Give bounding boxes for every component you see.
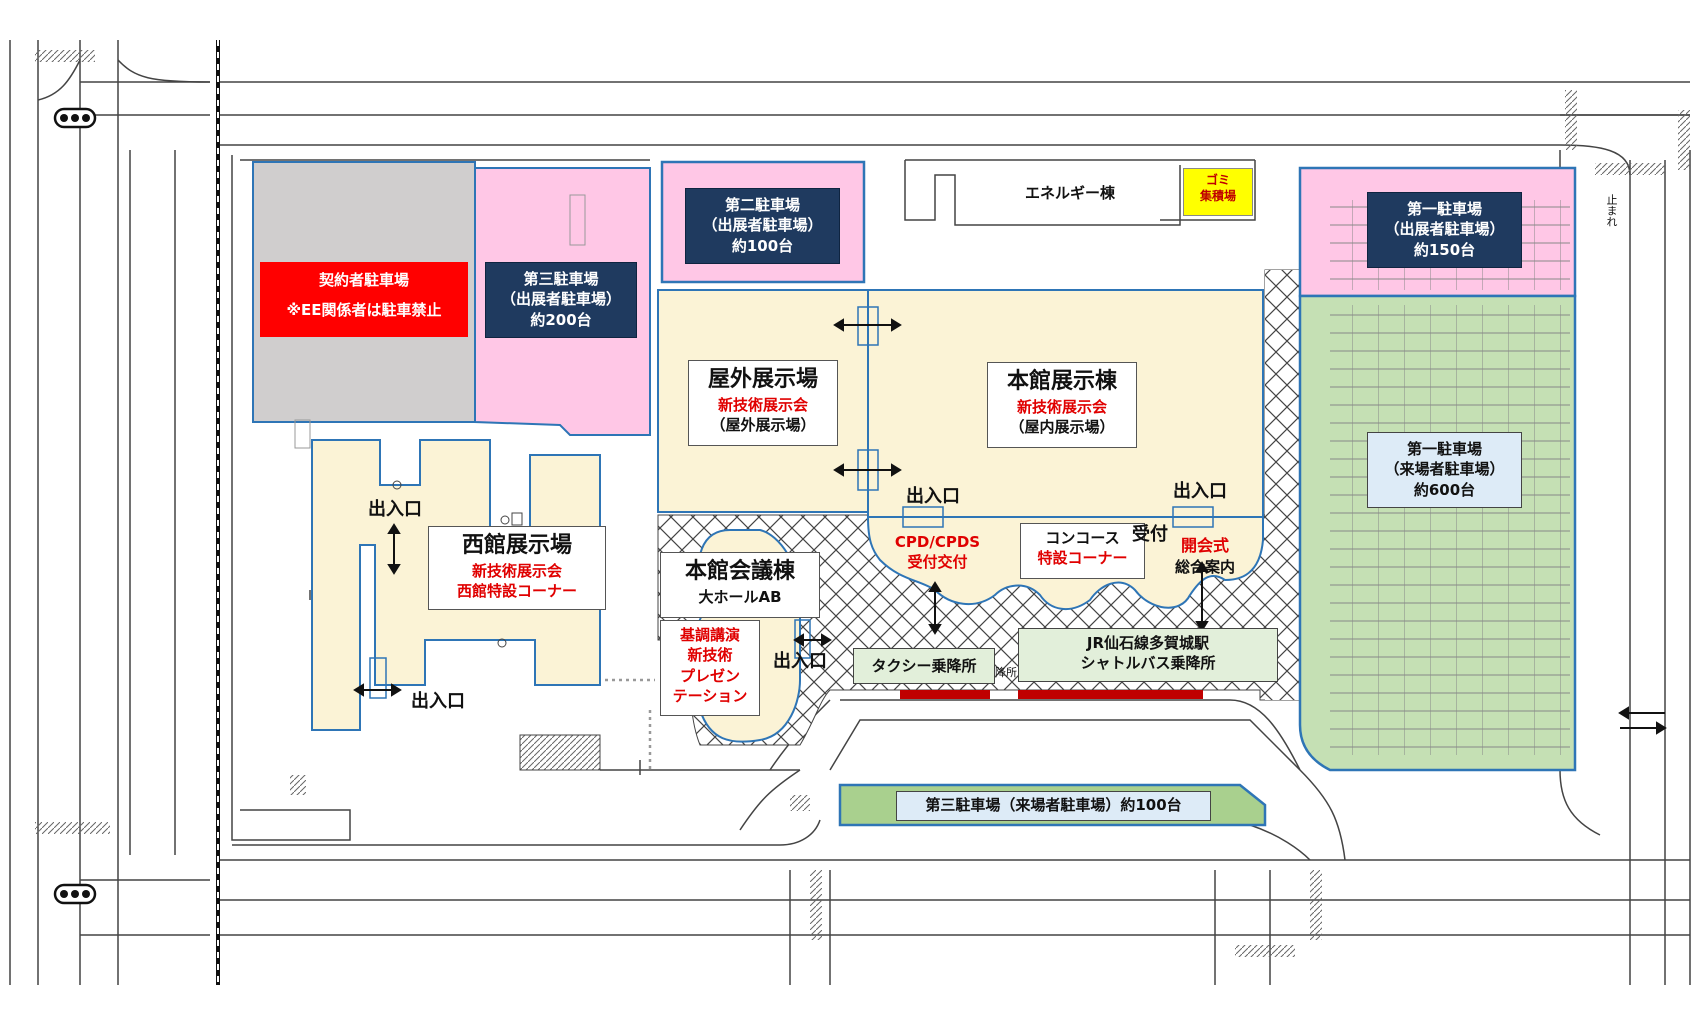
third-exhibitor-parking-label: 第三駐車場 （出展者駐車場） 約200台 [485,262,637,338]
outdoor-exhibition-label: 屋外展示場 新技術展示会 （屋外展示場） [688,360,838,446]
west-entrance-label: 出入口 [368,499,422,520]
conference-entrance-label: 出入口 [773,651,827,672]
elevator-icon [511,512,523,526]
roads [9,40,1691,985]
garbage-collection-label: ゴミ 集積場 [1183,168,1253,216]
first-exhibitor-parking-label: 第一駐車場 （出展者駐車場） 約150台 [1367,192,1522,268]
concourse-label: コンコース 特設コーナー [1020,523,1145,579]
site-boundary [231,150,1601,861]
main-entrance-label-2: 出入口 [1173,481,1227,502]
west-hall-label: 西館展示場 新技術展示会 西館特設コーナー [428,526,606,610]
energy-building [904,159,1256,226]
traffic-signal-icon [53,883,97,905]
first-visitor-parking-label: 第一駐車場 （来場者駐車場） 約600台 [1367,432,1522,508]
second-exhibitor-parking-label: 第二駐車場 （出展者駐車場） 約100台 [685,188,840,264]
cpd-reception-label: CPD/CPDS 受付交付 [894,533,981,572]
shuttle-bus-stop-label: JR仙石線多賀城駅 シャトルバス乗降所 [1018,628,1278,682]
taxi-stop-marker [900,690,990,699]
reception-label: 受付 [1132,524,1168,545]
bus-stop-marker [1018,690,1203,699]
west-entrance-label-2: 出入口 [411,691,465,712]
building-entrance-icon [392,480,510,648]
stop-fragment-label: 降所 [995,666,1017,679]
taxi-stop-label: タクシー乗降所 [853,648,995,684]
keynote-label: 基調講演 新技術 プレゼン テーション [660,620,760,716]
energy-building-label: エネルギー棟 [1024,184,1115,202]
crosswalks [35,50,1690,957]
stairs-icon [519,734,601,771]
opening-info-label: 開会式 総合案内 [1174,536,1235,576]
main-entrance-label: 出入口 [906,486,960,507]
traffic-signal-icon [53,107,97,129]
conference-building-label: 本館会議棟 大ホールAB [660,552,820,618]
main-hall-label: 本館展示棟 新技術展示会 （屋内展示場） [987,362,1137,448]
third-visitor-parking-label: 第三駐車場（来場者駐車場）約100台 [896,791,1211,821]
contract-parking-label: 契約者駐車場 ※EE関係者は駐車禁止 [260,262,468,337]
arrows [353,318,1667,735]
stop-sign-label: 止まれ [1605,193,1618,227]
